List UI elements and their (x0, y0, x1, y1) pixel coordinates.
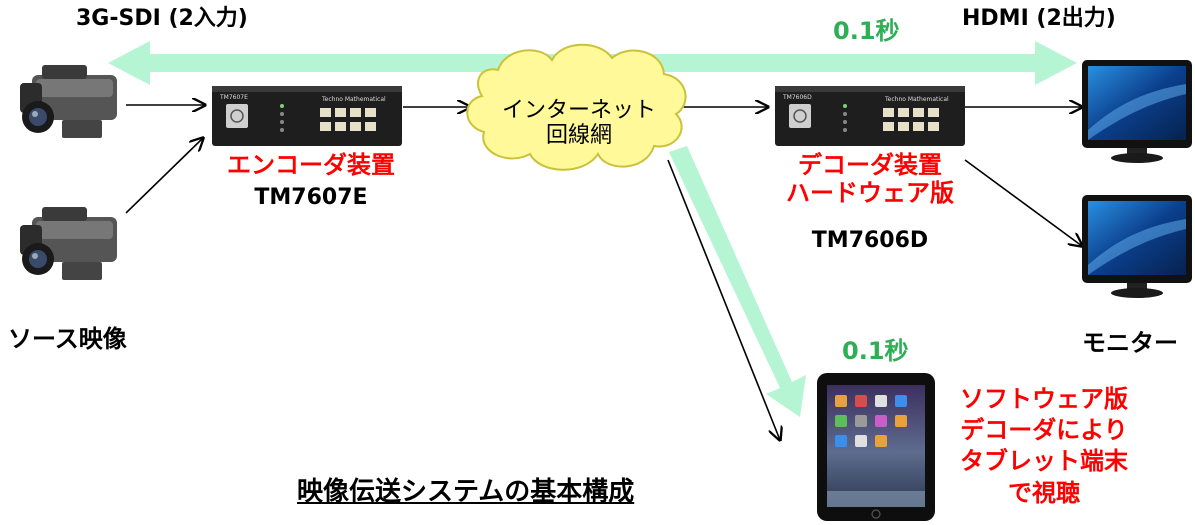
latency-top-label: 0.1秒 (833, 17, 900, 45)
cloud-label-line2: 回線網 (545, 123, 612, 149)
tablet-icon (817, 373, 935, 521)
source-label: ソース映像 (8, 325, 127, 353)
decoder-title-line2: ハードウェア版 (786, 178, 954, 207)
decoder-title-line1: デコーダ装置 (798, 151, 942, 179)
monitor-icon-1 (1082, 60, 1192, 163)
arrow-camera2-to-encoder (125, 138, 203, 214)
camera-icon-1 (20, 65, 117, 138)
latency-bottom-label: 0.1秒 (842, 337, 909, 365)
internet-cloud (466, 43, 687, 171)
decoder-plate: TM7606D (782, 94, 812, 101)
encoder-plate: TM7607E (219, 94, 248, 101)
encoder-device: TM7607E Techno Mathematical (212, 86, 402, 146)
monitor-label: モニター (1082, 329, 1178, 357)
arrow-decoder-to-monitor2 (964, 159, 1082, 246)
software-label-line3: タブレット端末 (960, 447, 1128, 476)
output-label: HDMI (2出力) (962, 6, 1116, 31)
monitor-icon-2 (1082, 195, 1192, 298)
cloud-label-line1: インターネット (501, 98, 656, 123)
software-label: ソフトウェア版 デコーダにより タブレット端末 で視聴 (944, 384, 1144, 509)
software-label-line1: ソフトウェア版 (960, 385, 1128, 413)
decoder-title: デコーダ装置 ハードウェア版 (770, 151, 970, 207)
encoder-title: エンコーダ装置 (227, 151, 395, 179)
signal-arrows (125, 105, 1082, 440)
input-label: 3G-SDI (2入力) (76, 6, 248, 31)
decoder-device: TM7606D Techno Mathematical (775, 86, 965, 146)
decoder-model: TM7606D (811, 228, 929, 253)
camera-icon-2 (20, 207, 117, 280)
latency-arrow-diagonal (669, 146, 806, 417)
encoder-model: TM7607E (254, 185, 368, 210)
software-label-line2: デコーダにより (960, 416, 1128, 445)
arrow-net-to-tablet (667, 159, 780, 440)
caption: 映像伝送システムの基本構成 (297, 477, 635, 507)
software-label-line4: で視聴 (1008, 478, 1080, 507)
decoder-brand: Techno Mathematical (884, 96, 949, 103)
cloud-label: インターネット 回線網 (494, 98, 664, 149)
encoder-brand: Techno Mathematical (321, 96, 386, 103)
